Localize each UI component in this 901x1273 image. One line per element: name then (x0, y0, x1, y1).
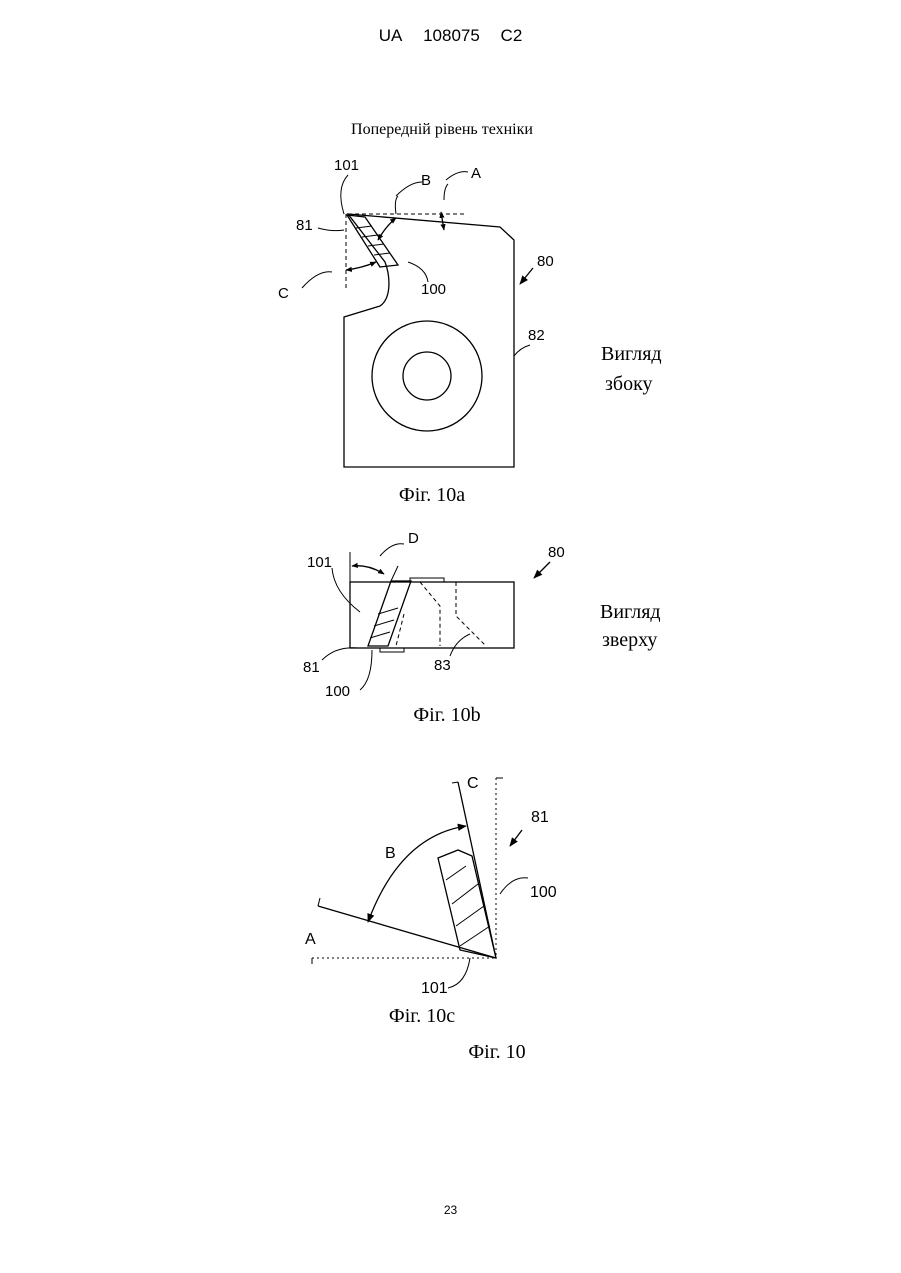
fig10a-angle-a-arrow (441, 212, 444, 230)
fig10b-view-text: Вигляд зверху (600, 601, 661, 651)
fig10a-view-line2: збоку (605, 373, 653, 395)
fig10a-inner-circle (403, 352, 451, 400)
fig10c-drawing (312, 778, 528, 988)
fig10a-label-81: 81 (296, 217, 313, 234)
fig10a-drawing (302, 172, 533, 467)
fig10b-insert-hatching (370, 608, 398, 638)
fig10b-label-81: 81 (303, 659, 320, 676)
figure-caption: Фіг. 10 (468, 1041, 525, 1063)
fig10c-label-b: B (385, 845, 396, 862)
fig10b-labels: D 101 80 81 83 100 (303, 530, 565, 700)
fig10a-outer-circle (372, 321, 482, 431)
fig10c-angle-b-arc (368, 826, 466, 922)
fig10c-label-101: 101 (421, 980, 448, 997)
fig10c-label-100: 100 (530, 884, 557, 901)
fig10c-caption: Фіг. 10c (389, 1005, 455, 1027)
fig10b-body-outline (350, 582, 514, 648)
fig10a-angle-c-arrow (346, 262, 376, 270)
fig10a-label-101: 101 (334, 157, 359, 174)
fig10a-labels: 101 B A 81 80 C 100 82 (278, 157, 554, 344)
fig10b-angle-d-arrow (352, 566, 384, 574)
fig10a-angle-b-arrow (378, 218, 396, 240)
fig10b-dashed-internal (396, 582, 486, 646)
fig10b-view-line1: Вигляд (600, 601, 661, 623)
fig10a-label-b: B (421, 172, 431, 189)
prior-art-caption: Попередній рівень техніки (351, 121, 533, 138)
fig10b-insert-edge-extension (391, 566, 398, 581)
fig10c-label-c: C (467, 775, 479, 792)
fig10b-label-83: 83 (434, 657, 451, 674)
fig10b-caption: Фіг. 10b (413, 704, 480, 726)
fig10b-label-101: 101 (307, 554, 332, 571)
fig10a-label-82: 82 (528, 327, 545, 344)
fig10c-insert-hatching (446, 866, 490, 946)
fig10c-label-81: 81 (531, 809, 549, 826)
fig10a-label-80: 80 (537, 253, 554, 270)
fig10a-caption: Фіг. 10a (399, 484, 465, 506)
page-number: 23 (0, 1203, 901, 1217)
fig10b-view-line2: зверху (602, 629, 657, 651)
fig10a-view-line1: Вигляд (601, 343, 662, 365)
fig10a-view-text: Вигляд збоку (601, 343, 662, 395)
fig10b-label-d: D (408, 530, 419, 547)
fig10c-line-a (318, 906, 496, 958)
fig10a-label-100: 100 (421, 281, 446, 298)
fig10c-labels: C 81 B 100 A 101 (305, 775, 557, 997)
fig10a-label-a: A (471, 165, 481, 182)
fig10b-label-100: 100 (325, 683, 350, 700)
fig10a-body-outline (344, 214, 514, 467)
fig10b-label-80: 80 (548, 544, 565, 561)
fig10a-label-c: C (278, 285, 289, 302)
fig10c-label-a: A (305, 931, 316, 948)
